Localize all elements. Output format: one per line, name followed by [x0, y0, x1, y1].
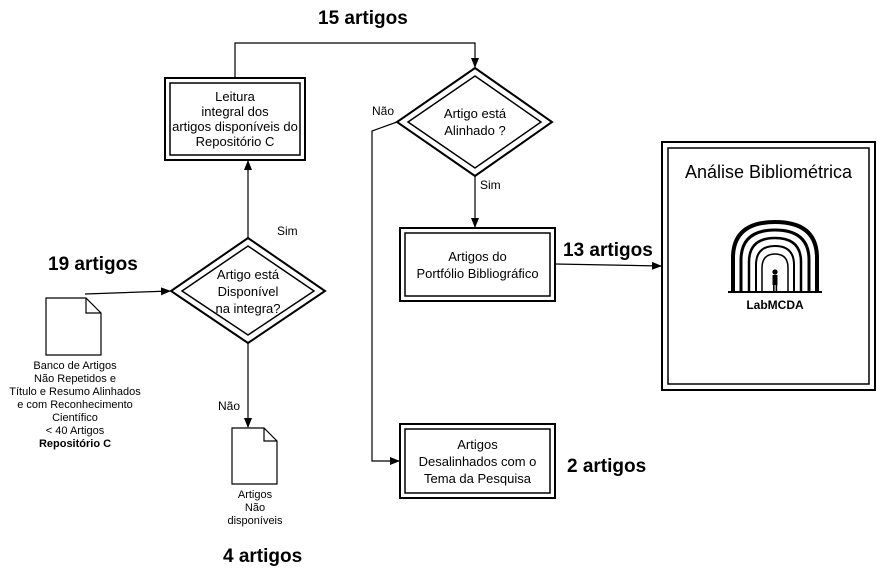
edge-label-sim-available: Sim: [277, 224, 298, 238]
bank-caption-line: Científico: [52, 412, 98, 424]
unavailable-caption-line: disponíveis: [227, 515, 283, 527]
bank-caption-line: < 40 Artigos: [45, 425, 105, 437]
arrow-reading-to-aligned: [234, 42, 479, 78]
reading-line: Repositório C: [195, 134, 275, 149]
available-decision-line: na integra?: [215, 300, 281, 316]
bank-caption-line: Não Repetidos e: [34, 373, 116, 385]
unavailable-document-icon: [231, 427, 278, 485]
labmcda-logo-icon: [728, 219, 822, 293]
aligned-decision-line: Artigo está: [443, 106, 507, 121]
count-misaligned: 2 artigos: [567, 456, 647, 477]
portfolio-line: Artigos do: [448, 248, 507, 264]
edge-label-nao-aligned: Não: [372, 104, 395, 118]
bank-caption-line: Título e Resumo Alinhados: [9, 386, 141, 398]
arrow-bank-to-available: [84, 287, 171, 296]
portfolio-node: Artigos do Portfólio Bibliográfico: [405, 233, 550, 296]
available-decision-line: Artigo está: [216, 266, 280, 282]
arrow-portfolio-to-bibliometric: [554, 261, 662, 270]
edge-label-sim-aligned: Sim: [480, 178, 501, 192]
aligned-decision-line: Alinhado ?: [444, 123, 506, 138]
misaligned-box-outer: [399, 423, 556, 499]
misaligned-line: Artigos: [457, 436, 498, 452]
unavailable-caption-line: Artigos: [237, 489, 273, 501]
logo-text: LabMCDA: [746, 298, 804, 312]
unavailable-caption-line: Não: [244, 502, 266, 514]
bibliometric-box-outer: [661, 141, 876, 391]
edge-label-nao-available: Não: [218, 399, 241, 413]
reading-line: artigos disponíveis do: [172, 119, 298, 134]
bank-caption-line: e com Reconhecimento: [17, 399, 133, 411]
aligned-decision-diamond-inner: [406, 75, 543, 169]
bibliometric-box-inner: [667, 147, 870, 385]
count-unavailable: 4 artigos: [223, 546, 303, 567]
available-decision-node: Artigo está Disponível na integra?: [188, 262, 308, 320]
bank-caption-bold-line: Repositório C: [38, 438, 112, 450]
bibliometric-title: Análise Bibliométrica: [684, 162, 853, 182]
arrow-aligned-to-misaligned: [371, 121, 400, 465]
bank-document-caption: Banco de Artigos Não Repetidos e Título …: [0, 360, 150, 451]
count-top: 15 artigos: [318, 8, 408, 29]
count-portfolio: 13 artigos: [563, 240, 653, 261]
bank-caption-line: Banco de Artigos: [33, 360, 117, 372]
aligned-decision-node: Artigo está Alinhado ?: [420, 102, 530, 142]
portfolio-line: Portfólio Bibliográfico: [416, 265, 539, 281]
misaligned-node: Artigos Desalinhados com o Tema da Pesqu…: [405, 429, 550, 493]
reading-node: Leitura integral dos artigos disponíveis…: [170, 83, 300, 155]
available-decision-line: Disponível: [217, 283, 279, 299]
portfolio-box-inner: [404, 232, 551, 297]
bank-document-icon: [45, 297, 102, 356]
reading-line: Leitura: [215, 89, 255, 104]
available-decision-diamond-inner: [180, 245, 316, 336]
reading-line: integral dos: [201, 104, 269, 119]
misaligned-line: Desalinhados com o: [418, 453, 537, 469]
count-left: 19 artigos: [48, 254, 138, 275]
misaligned-box-inner: [404, 428, 551, 494]
unavailable-document-caption: Artigos Não disponíveis: [210, 489, 300, 528]
misaligned-line: Tema da Pesquisa: [424, 470, 531, 486]
reading-box-inner: [169, 82, 301, 156]
